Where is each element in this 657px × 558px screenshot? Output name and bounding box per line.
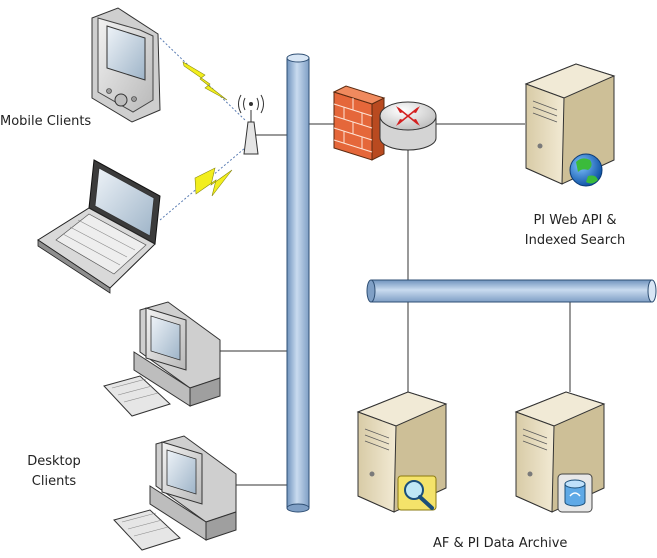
router-icon xyxy=(379,101,437,151)
magnifier-icon xyxy=(397,475,437,511)
mobile-clients-label: Mobile Clients xyxy=(0,114,92,129)
desktop-clients-line2: Clients xyxy=(31,474,77,489)
pi-web-api-line1: PI Web API & xyxy=(533,213,617,228)
lightning-icon xyxy=(182,61,233,197)
network-links xyxy=(218,123,571,486)
pda-icon xyxy=(91,7,161,123)
desktop-clients-line1: Desktop xyxy=(27,454,81,469)
server-icon xyxy=(524,63,616,185)
pi-web-api-label: PI Web API & Indexed Search xyxy=(505,211,645,251)
wireless-antenna-icon xyxy=(238,94,264,155)
desktop-computer-icon xyxy=(113,435,237,551)
laptop-icon xyxy=(37,159,161,294)
vertical-backbone xyxy=(286,53,310,513)
af-pi-data-archive-label: AF & PI Data Archive xyxy=(433,536,568,551)
desktop-computer-icon xyxy=(103,301,221,417)
pi-web-api-line2: Indexed Search xyxy=(524,233,626,248)
wireless-links xyxy=(159,37,246,221)
globe-icon xyxy=(569,153,603,187)
horizontal-backbone xyxy=(366,279,657,303)
desktop-clients-label: Desktop Clients xyxy=(14,452,94,492)
firewall-icon xyxy=(332,85,386,161)
database-icon xyxy=(557,473,593,513)
